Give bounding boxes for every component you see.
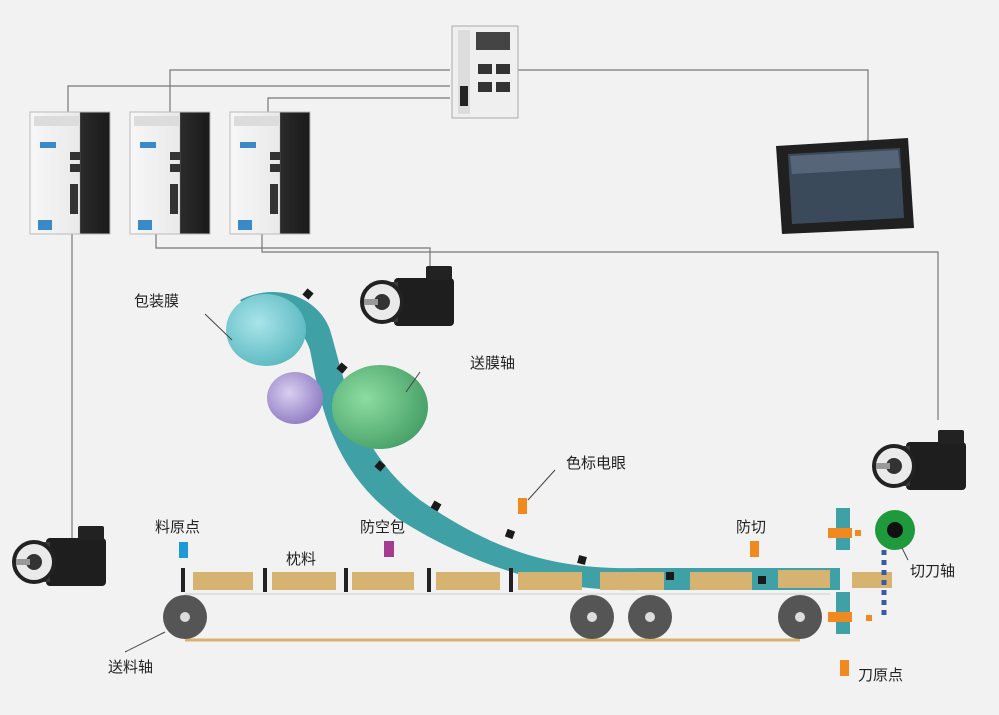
label-cutter-axis: 切刀轴 [910,562,956,580]
leader-lines [124,313,909,653]
plc-controller-icon [451,25,519,119]
label-anti-cut: 防切 [736,518,767,536]
color-mark-sensor [518,498,527,514]
anti-cut-sensor [750,541,759,557]
servo-motor-icon [12,264,968,588]
wiring-lines [67,69,939,548]
label-film-feed-axis: 送膜轴 [470,354,516,372]
label-empty-bag-prevention: 防空包 [360,518,406,536]
label-pillow-material: 枕料 [286,550,317,568]
empty-bag-sensor [384,541,394,557]
conveyor-wheels [163,595,822,639]
film-feed-roll [332,365,428,449]
knife-origin-sensor [840,660,849,676]
servo-drive-icon [29,111,311,235]
film-marks [302,288,766,584]
label-knife-origin: 刀原点 [858,666,904,684]
label-packaging-film: 包装膜 [134,292,180,310]
conveyor [163,568,892,642]
label-material-feed-axis: 送料轴 [108,658,154,676]
purple-guide-roll [267,372,323,424]
label-color-mark-sensor: 色标电眼 [566,454,627,472]
material-origin-sensor [179,542,188,558]
touch-screen-icon [776,138,914,234]
packaging-film-roll [226,294,306,366]
cutter-assembly [828,508,915,634]
label-material-origin: 料原点 [155,518,201,536]
